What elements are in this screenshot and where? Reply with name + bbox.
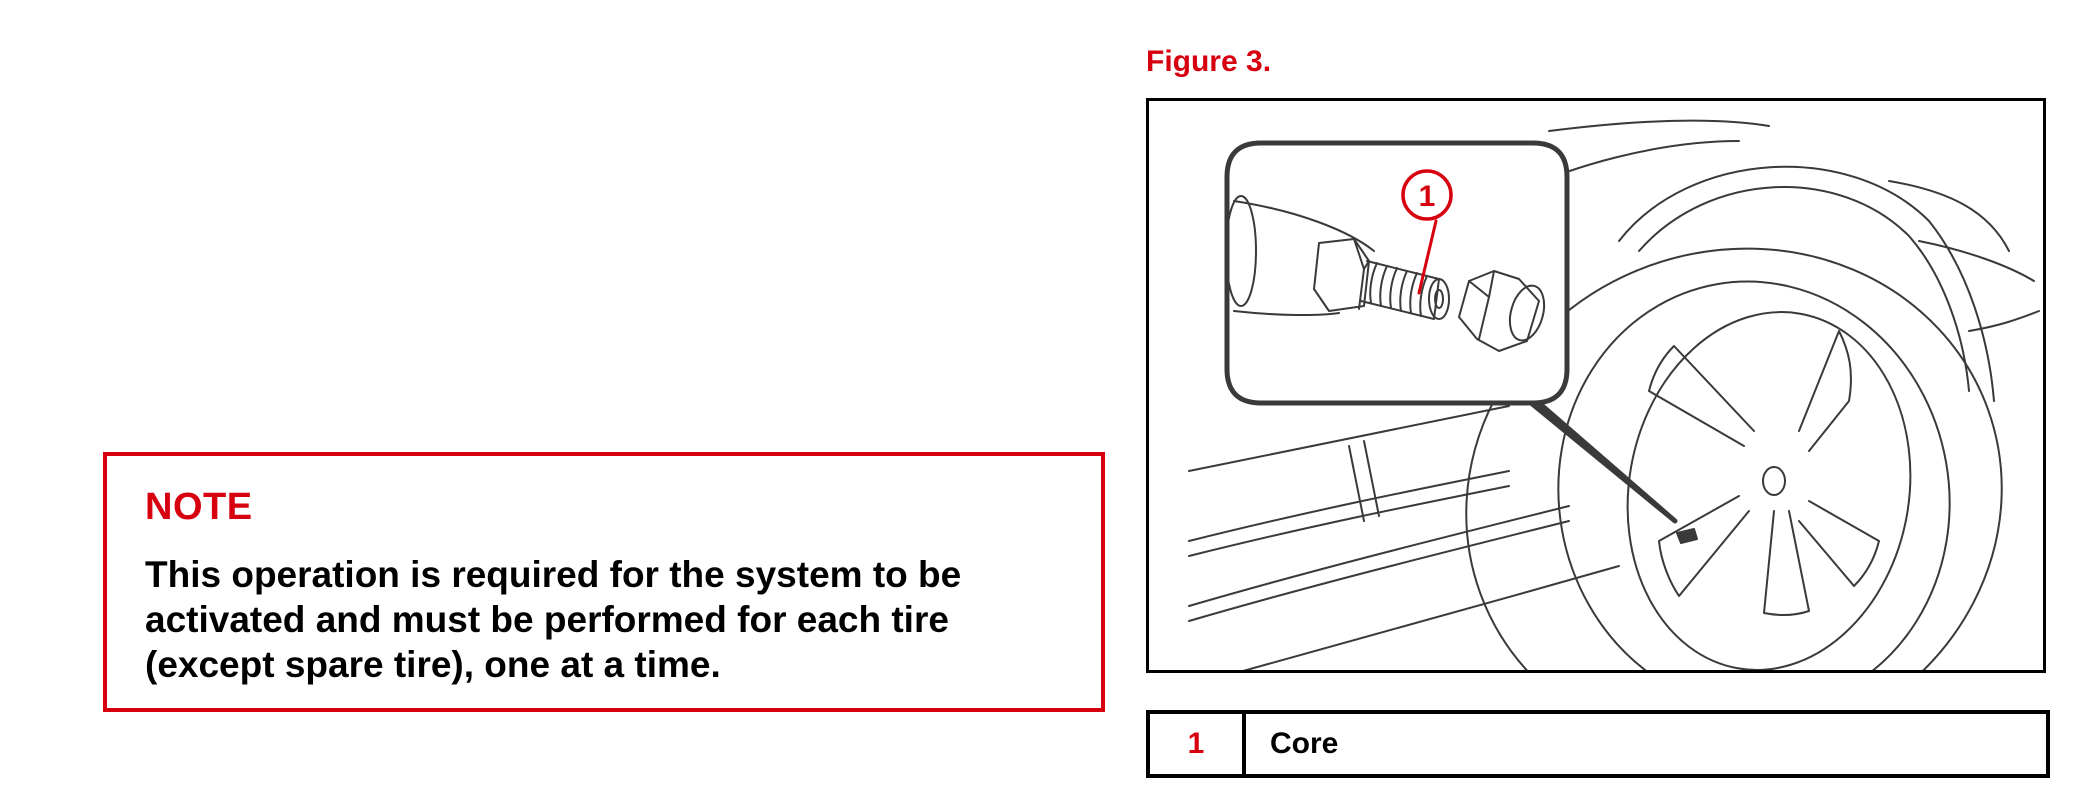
rocker-line xyxy=(1188,485,1510,557)
callout-number: 1 xyxy=(1419,180,1436,213)
wheel-spoke xyxy=(1763,510,1810,617)
valve-base xyxy=(1225,195,1257,307)
body-line xyxy=(1888,180,2010,252)
valve-core-opening xyxy=(1428,278,1450,320)
valve-stem xyxy=(1676,528,1698,544)
rocker-line xyxy=(1348,445,1365,522)
callout-bubble xyxy=(1224,140,1678,524)
wheel-spoke xyxy=(1798,500,1880,587)
wheel-spoke xyxy=(1658,495,1750,597)
wheel-hub xyxy=(1762,466,1786,496)
valve-core xyxy=(1434,289,1444,309)
body-line xyxy=(1968,310,2040,332)
body-line xyxy=(1918,240,2035,282)
fender-arch xyxy=(1638,186,1970,392)
wheel-spoke xyxy=(1648,345,1755,447)
tire-outer xyxy=(1465,247,2003,670)
valve-thread xyxy=(1379,265,1388,307)
valve-thread xyxy=(1409,272,1418,314)
valve-cap-end xyxy=(1508,284,1546,342)
valve-base xyxy=(1233,200,1375,252)
rocker-line xyxy=(1188,405,1510,472)
valve-base xyxy=(1233,310,1340,317)
fender-arch xyxy=(1618,165,1995,402)
note-title: NOTE xyxy=(145,486,253,528)
note-text: This operation is required for the syste… xyxy=(145,554,962,685)
rocker-line xyxy=(1188,505,1570,607)
rocker-line xyxy=(1363,440,1380,517)
rocker-line xyxy=(1188,520,1570,622)
valve-thread xyxy=(1369,262,1378,304)
valve-cap xyxy=(1478,296,1490,340)
valve-thread xyxy=(1360,260,1440,320)
fender-line xyxy=(1548,119,1770,132)
tire-valve-illustration: 1 xyxy=(1188,119,2040,670)
callout-leader xyxy=(1417,219,1438,295)
valve-hex-nut xyxy=(1358,268,1365,310)
valve-thread xyxy=(1399,270,1408,312)
legend-number: 1 xyxy=(1150,714,1246,774)
valve-thread xyxy=(1389,267,1398,309)
figure-illustration: 1 xyxy=(1146,98,2046,673)
rocker-line xyxy=(1188,470,1510,542)
valve-cap xyxy=(1458,270,1540,352)
wheel-spoke xyxy=(1798,330,1852,452)
figure-caption: Figure 3. xyxy=(1146,45,1272,78)
tire-sidewall xyxy=(1557,280,1951,670)
legend-label: Core xyxy=(1270,727,1339,760)
legend-table: 1 Core xyxy=(1146,710,2050,778)
note-box: NOTE This operation is required for the … xyxy=(103,452,1105,712)
rocker-line xyxy=(1242,565,1620,670)
callout-circle xyxy=(1401,169,1453,221)
wheel-rim xyxy=(1626,311,1912,670)
valve-thread xyxy=(1419,275,1428,317)
